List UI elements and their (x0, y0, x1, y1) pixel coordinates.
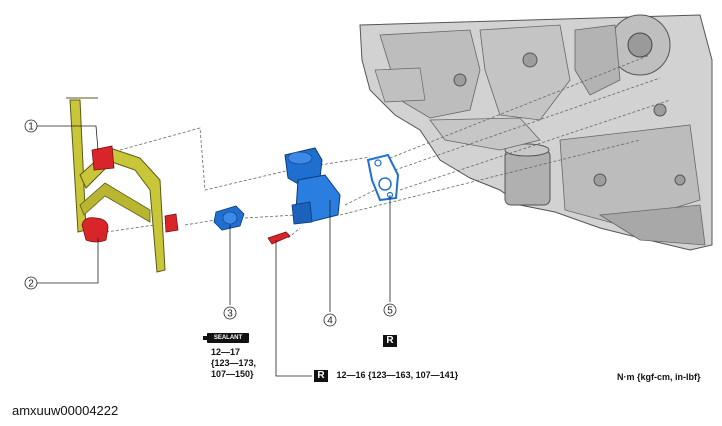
callout-5: 5 (383, 303, 397, 317)
callout-1-number: 1 (28, 122, 34, 133)
callout-5-number: 5 (387, 306, 393, 317)
callout-2-number: 2 (28, 279, 34, 290)
callout-3: 3 (223, 306, 237, 320)
sensor-part-3 (213, 205, 245, 231)
callout-4: 4 (323, 313, 337, 327)
gasket-part-5 (366, 153, 400, 202)
sealant-label: SEALANT (213, 335, 243, 341)
reference-code: amxuuw00004222 (12, 403, 119, 418)
part-3-torque-line-2: {123—173, (211, 358, 257, 368)
bolt-torque: R 12—16 {123—163, 107—141} (314, 370, 458, 382)
callout-4-number: 4 (327, 316, 333, 327)
part-3-torque-line-3: 107—150} (211, 369, 254, 379)
part-3-torque: 12—17 {123—173, 107—150} (211, 347, 256, 380)
callout-1: 1 (24, 119, 38, 133)
sealant-tag: SEALANT (203, 333, 249, 343)
callout-2: 2 (24, 276, 38, 290)
replace-badge-part-5: R (383, 330, 397, 348)
bracket (66, 97, 166, 273)
rubber-mounts (81, 145, 291, 245)
callout-3-number: 3 (227, 309, 233, 320)
units-note: N·m {kgf-cm, in-lbf} (617, 372, 701, 382)
part-3-torque-line-1: 12—17 (211, 347, 241, 357)
bolt-replace-badge: R (314, 370, 328, 382)
sensor-part-4 (284, 147, 341, 225)
leader-lines (36, 125, 391, 377)
engine-block (359, 14, 713, 251)
bolt-torque-value: 12—16 {123—163, 107—141} (336, 370, 459, 380)
replace-badge-label: R (383, 335, 397, 347)
